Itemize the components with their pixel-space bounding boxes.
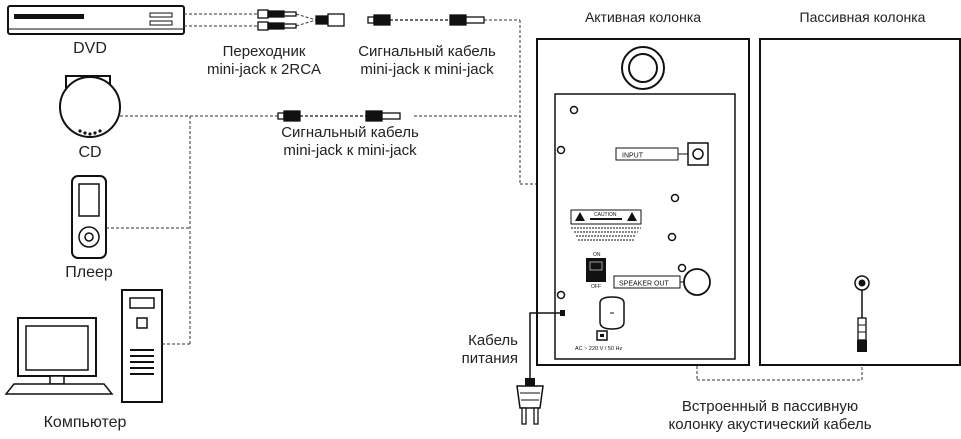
- signal-cable-mid-label: Сигнальный кабель mini-jack к mini-jack: [255, 124, 445, 160]
- switch-on-label: ON: [593, 252, 601, 258]
- mini-jack-socket-icon: [315, 13, 345, 27]
- power-cable-label: Кабель питания: [438, 332, 518, 368]
- builtin-cable-line1: Встроенный в пассивную: [681, 398, 859, 415]
- input-label: INPUT: [622, 153, 644, 160]
- caution-plate: CAUTION: [570, 209, 642, 241]
- player-label: Плеер: [65, 264, 113, 281]
- cd-label: CD: [78, 144, 102, 161]
- mini-jack-plug-top-icon: [367, 14, 485, 26]
- power-switch-icon: ON OFF: [586, 252, 606, 290]
- adapter-label: Переходник mini-jack к 2RCA: [184, 43, 344, 79]
- caution-label: CAUTION: [594, 212, 617, 218]
- speaker-out-label: SPEAKER OUT: [619, 281, 670, 288]
- power-spec-label: AC ~ 220 V / 50 Hz: [575, 346, 622, 352]
- signal-cable-mid-line2: mini-jack к mini-jack: [283, 142, 417, 159]
- input-socket: INPUT: [615, 142, 709, 166]
- computer-label: Компьютер: [43, 414, 127, 431]
- speaker-out-socket: SPEAKER OUT: [613, 268, 711, 296]
- active-speaker-title: Активная колонка: [584, 9, 702, 25]
- signal-cable-top-label: Сигнальный кабель mini-jack к mini-jack: [332, 43, 522, 79]
- active-speaker: [536, 38, 750, 366]
- adapter-label-line1: Переходник: [222, 43, 306, 60]
- media-player-icon: [71, 175, 107, 259]
- dvd-label: DVD: [73, 40, 107, 57]
- signal-cable-top-line1: Сигнальный кабель: [358, 43, 496, 60]
- computer-icon: [4, 289, 163, 403]
- adapter-label-line2: mini-jack к 2RCA: [206, 61, 322, 78]
- builtin-cable-label: Встроенный в пассивную колонку акустичес…: [630, 398, 910, 434]
- switch-off-label: OFF: [591, 284, 601, 290]
- dvd-player-icon: [7, 5, 185, 35]
- cd-player-icon: [59, 75, 121, 138]
- rca-plug-icon: [257, 9, 297, 31]
- signal-cable-mid-line1: Сигнальный кабель: [281, 124, 419, 141]
- passive-speaker: [759, 38, 961, 366]
- power-plug-icon: [516, 310, 565, 425]
- power-cable-line1: Кабель: [468, 332, 518, 349]
- power-cable-line2: питания: [461, 350, 518, 367]
- passive-speaker-title: Пассивная колонка: [799, 9, 926, 25]
- mini-jack-plug-mid-icon: [277, 110, 401, 122]
- builtin-cable-line2: колонку акустический кабель: [668, 416, 872, 433]
- power-socket-icon: AC ~ 220 V / 50 Hz: [575, 296, 625, 352]
- signal-cable-top-line2: mini-jack к mini-jack: [360, 61, 494, 78]
